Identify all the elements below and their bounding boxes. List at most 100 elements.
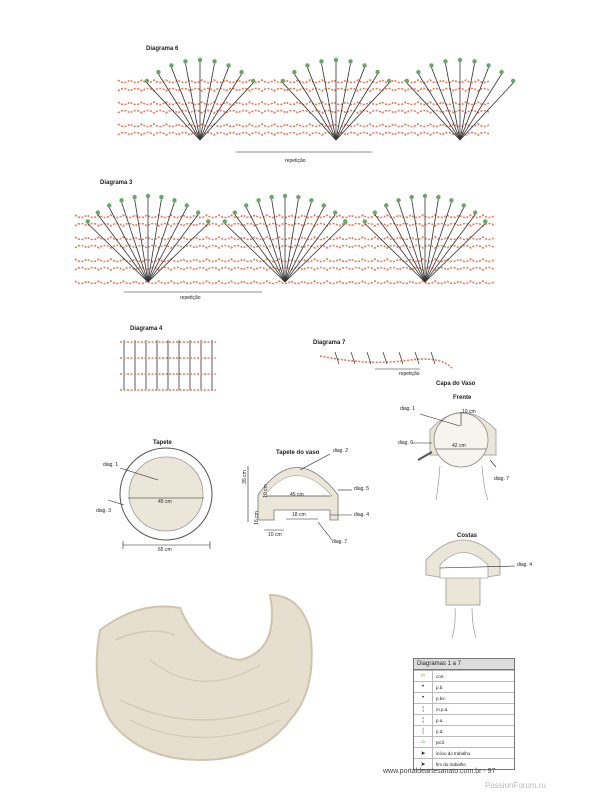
fan-stitch: [321, 63, 337, 141]
fan-stitch: [459, 82, 514, 141]
tapete-diag1-label: diag. 1: [103, 462, 119, 468]
fan-stitch: [335, 82, 390, 141]
legend-text: p.bx.: [436, 695, 446, 701]
fan-stitch: [284, 202, 312, 283]
picot-mark: [443, 59, 448, 64]
fan-stitch: [108, 207, 149, 283]
picot-mark: [169, 63, 174, 68]
legend-symbol: ╎: [414, 715, 433, 725]
capa-frente-label: Frente: [453, 395, 472, 401]
fan-stitch: [121, 202, 149, 283]
capa-dim-width: 42 cm: [452, 443, 466, 449]
picot-mark: [319, 59, 324, 64]
capa-diag1-label: diag. 1: [400, 406, 416, 412]
fan-stitch: [374, 214, 426, 283]
tapete-vaso-title: Tapete do vaso: [276, 450, 320, 456]
picot-mark: [239, 69, 244, 75]
tapete-vaso-diag7-label: diag. 7: [332, 539, 348, 545]
picot-mark: [409, 194, 414, 200]
diagram-6-title: Diagrama 6: [146, 46, 179, 52]
picot-mark: [332, 210, 338, 215]
fan-stitch: [294, 73, 337, 141]
chain-row: [117, 109, 491, 115]
legend-row: ➤fim do trabalho: [414, 758, 514, 769]
fan-stitch: [459, 67, 489, 141]
legend-symbol: ∞: [414, 671, 433, 681]
picot-mark: [362, 63, 367, 68]
legend-row: ┆p.d.: [414, 725, 514, 736]
legend-symbol: ⌓: [414, 737, 433, 747]
diagram-6-repeat-label: repetição: [285, 158, 306, 164]
chain-row: [117, 78, 491, 84]
picot-mark: [159, 194, 164, 200]
picot-mark: [404, 78, 410, 84]
fan-stitch: [199, 73, 242, 141]
stitch-mark: [350, 351, 356, 365]
fan-stitch: [199, 67, 229, 141]
legend-text: p.b.: [436, 684, 444, 690]
picot-mark: [232, 210, 238, 215]
legend-title: Diagramas 1 a 7: [414, 659, 514, 670]
fan-stitch: [97, 214, 149, 283]
fan-stitch: [284, 223, 346, 283]
legend-row: ➤início do trabalho: [414, 747, 514, 758]
picot-mark: [132, 194, 137, 200]
legend-symbol: ➤: [414, 748, 433, 758]
fan-stitch: [171, 67, 201, 141]
fan-stitch: [335, 73, 378, 141]
fan-stitch: [406, 82, 461, 141]
fan-stitch: [411, 199, 426, 283]
picot-mark: [510, 78, 516, 84]
tapete-vaso-diag2-label: diag. 2: [333, 448, 349, 454]
fan-stitch: [398, 202, 426, 283]
legend-symbol: ╎: [414, 704, 433, 714]
watermark: PassionForum.ru: [485, 781, 546, 790]
legend-row: ⌓picô: [414, 736, 514, 747]
legend-row: ╎m.p.a.: [414, 703, 514, 714]
picot-mark: [305, 63, 310, 68]
legend-text: picô: [436, 739, 445, 745]
picot-mark: [144, 78, 150, 84]
capa-costas-diag4-label: diag. 4: [517, 562, 533, 568]
fan-stitch: [424, 199, 439, 283]
diagram-7-repeat-label: repetição: [399, 371, 420, 377]
picot-mark: [184, 203, 189, 208]
picot-mark: [362, 219, 367, 224]
fan-stitch: [158, 73, 201, 141]
legend-text: fim do trabalho: [436, 761, 466, 767]
tapete-vaso-left-h: 16 cm: [253, 511, 260, 525]
fan-stitch: [147, 223, 209, 283]
picot-mark: [309, 198, 314, 203]
diagram-6-chart: [117, 57, 516, 153]
picot-mark: [483, 219, 488, 224]
picot-mark: [436, 194, 441, 200]
fan-stitch: [199, 82, 254, 141]
tapete-vaso-shape: [247, 453, 352, 541]
tapete-inner-dim: 45 cm: [158, 499, 172, 505]
fan-stitch: [224, 223, 286, 283]
picot-mark: [250, 78, 256, 84]
diagram-3-title: Diagrama 3: [100, 180, 133, 186]
stitch-mark: [414, 351, 420, 365]
chain-row: [117, 122, 491, 128]
legend-text: corr.: [436, 673, 445, 679]
picot-mark: [499, 69, 504, 75]
fan-stitch: [424, 223, 486, 283]
picot-mark: [95, 210, 101, 215]
picot-mark: [375, 69, 380, 75]
stitch-mark: [382, 351, 388, 365]
diagram-7-title: Diagrama 7: [313, 340, 346, 346]
fan-stitch: [199, 63, 215, 141]
fan-stitch: [147, 207, 188, 283]
tapete-outer-dim: 65 cm: [158, 547, 172, 553]
capa-diag7-label: diag. 7: [494, 476, 510, 482]
legend-symbol: ➤: [414, 759, 433, 769]
legend-symbol: •: [414, 693, 433, 703]
chain-row: [117, 100, 491, 106]
picot-mark: [256, 198, 261, 203]
stitch-legend: Diagramas 1 a 7 ∞corr.•p.b.•p.bx.╎m.p.a.…: [413, 658, 515, 770]
picot-mark: [206, 219, 211, 224]
diagram-4-title: Diagrama 4: [130, 326, 163, 332]
tapete-vaso-mid-w: 18 cm: [292, 512, 306, 518]
